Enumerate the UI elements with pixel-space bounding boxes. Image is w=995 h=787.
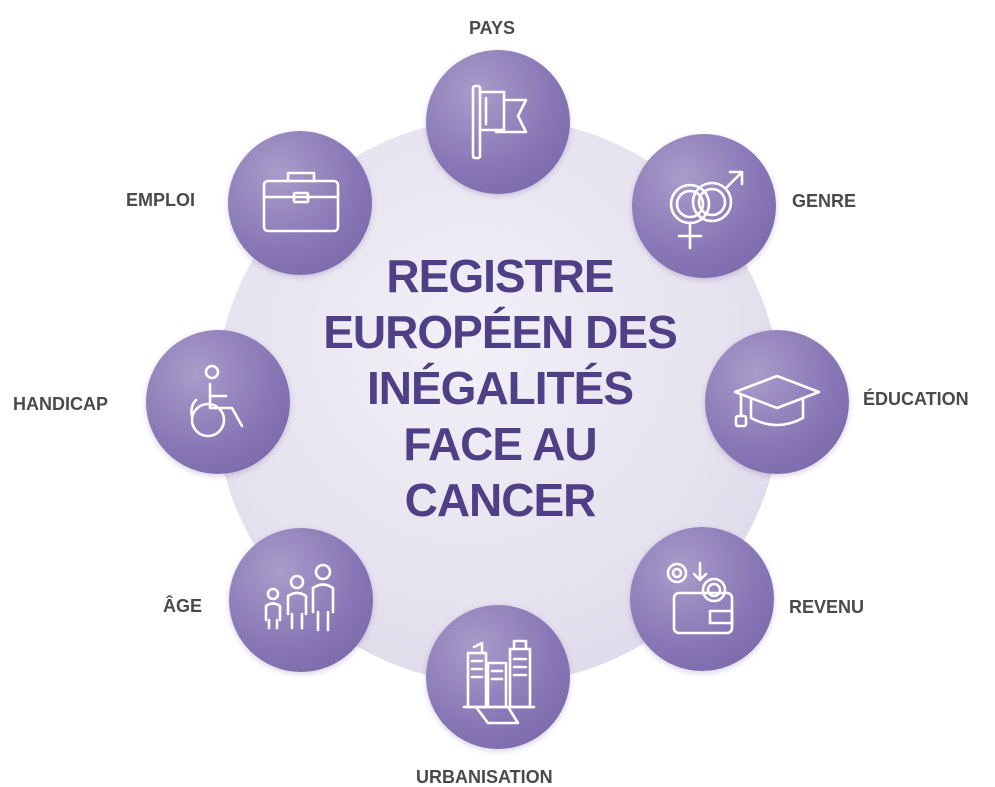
label-handicap: HANDICAP xyxy=(13,394,109,414)
title-line: EUROPÉEN DES xyxy=(323,306,678,358)
wallet-coins-icon xyxy=(666,561,734,635)
flag-icon xyxy=(471,84,528,160)
title-line: INÉGALITÉS xyxy=(366,362,634,414)
people-ages-icon xyxy=(264,563,335,632)
label-education: ÉDUCATION xyxy=(863,389,969,409)
briefcase-icon xyxy=(262,171,340,233)
node-education xyxy=(705,330,849,474)
label-revenu: REVENU xyxy=(789,597,865,617)
node-handicap xyxy=(146,330,290,474)
node-age xyxy=(229,528,373,672)
title-line: CANCER xyxy=(404,474,597,526)
label-genre: GENRE xyxy=(792,191,857,211)
node-urbanisation xyxy=(426,605,570,749)
label-pays: PAYS xyxy=(469,18,516,38)
label-emploi: EMPLOI xyxy=(126,190,196,210)
label-urbanisation: URBANISATION xyxy=(416,767,553,787)
gender-symbols-icon xyxy=(669,170,744,250)
title-line: REGISTRE xyxy=(386,250,614,302)
wheelchair-icon xyxy=(190,364,244,438)
graduation-cap-icon xyxy=(733,374,821,428)
node-revenu xyxy=(630,527,774,671)
node-emploi xyxy=(228,131,372,275)
title-line: FACE AU xyxy=(403,418,597,470)
city-buildings-icon xyxy=(462,639,536,725)
central-title: REGISTRE EUROPÉEN DES INÉGALITÉS FACE AU… xyxy=(290,248,710,528)
node-genre xyxy=(632,134,776,278)
label-age: ÂGE xyxy=(163,596,203,616)
node-pays xyxy=(426,50,570,194)
